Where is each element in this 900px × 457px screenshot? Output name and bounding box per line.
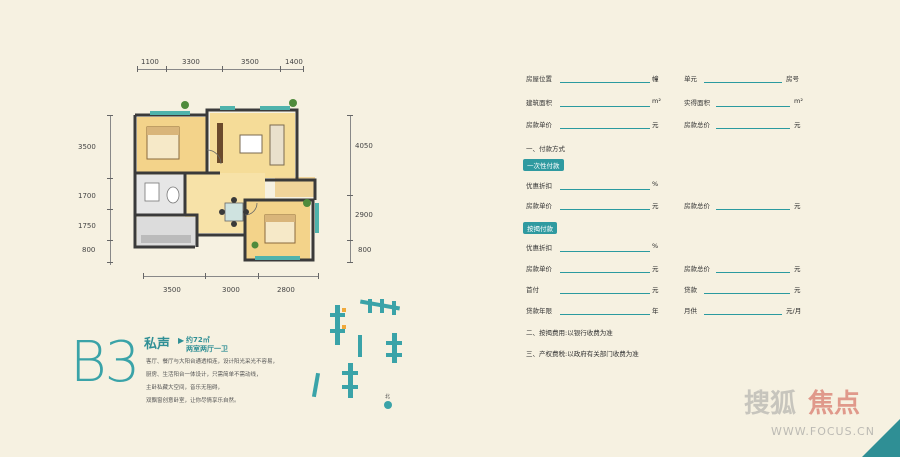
watermark-brand2: 焦点 <box>808 389 861 419</box>
label-loan-years: 贷款年限 <box>526 307 552 315</box>
left-dim-1: 3500 <box>78 143 96 151</box>
desc-line: 厨房、生活阳台一体设计，只需简单不需动线， <box>146 372 262 378</box>
desc-line: 客厅、餐厅与大阳台通透相连，设计阳光采光不容易， <box>146 359 279 365</box>
label-actual-area: 实得面积 <box>684 99 710 107</box>
top-dim-1: 1100 <box>141 58 159 66</box>
input-unit[interactable] <box>704 82 782 83</box>
unit-pct-1: % <box>652 180 659 188</box>
label-location: 房屋位置 <box>526 75 552 83</box>
input-building-area[interactable] <box>560 106 650 107</box>
unit-name: 私声 <box>144 337 171 352</box>
label-unit: 单元 <box>684 75 697 83</box>
label-total-price-3: 房款总价 <box>684 265 710 273</box>
left-dim-2: 1700 <box>78 192 96 200</box>
label-monthly: 月供 <box>684 307 697 315</box>
unit-yuan-h: 元 <box>794 286 801 294</box>
unit-m2-b: m² <box>794 97 803 105</box>
input-total-price-3[interactable] <box>716 272 790 273</box>
label-unit-price-3: 房款单价 <box>526 265 552 273</box>
watermark-domain: WWW.FOCUS.CN <box>771 425 875 438</box>
input-discount-1[interactable] <box>560 189 650 190</box>
label-discount-2: 优惠折扣 <box>526 244 552 252</box>
unit-yuan-g: 元 <box>652 286 659 294</box>
unit-yuan-a: 元 <box>652 121 659 129</box>
site-plan: 北 <box>311 299 402 409</box>
pill-mortgage[interactable]: 按揭付款 <box>523 222 557 234</box>
input-discount-2[interactable] <box>560 251 650 252</box>
label-building-area: 建筑面积 <box>526 99 552 107</box>
unit-description: 客厅、餐厅与大阳台通透相连，设计阳光采光不容易， 厨房、生活阳台一体设计，只需简… <box>146 356 316 408</box>
unit-yuan-month: 元/月 <box>786 307 802 315</box>
unit-yuan-c: 元 <box>652 202 659 210</box>
unit-roomno: 房号 <box>786 75 799 83</box>
unit-building: 幢 <box>652 75 659 83</box>
unit-layout: 两室两厅一卫 <box>186 345 228 353</box>
label-discount-1: 优惠折扣 <box>526 182 552 190</box>
label-downpayment: 首付 <box>526 286 539 294</box>
left-dim-4: 800 <box>82 246 96 254</box>
top-dim-3: 3500 <box>241 58 259 66</box>
input-downpayment[interactable] <box>560 293 650 294</box>
section-property-tax: 三、产权费税:以政府有关部门收费为准 <box>526 350 639 358</box>
arrow-right-icon: ▶ <box>178 336 185 345</box>
desc-line: 主卧私藏大空间，音乐无阻碍， <box>146 385 224 391</box>
unit-year: 年 <box>652 307 659 315</box>
unit-code: B3 <box>70 330 140 395</box>
input-total-price-2[interactable] <box>716 209 790 210</box>
section-payment: 一、付款方式 <box>526 145 565 153</box>
label-unit-price: 房款单价 <box>526 121 552 129</box>
right-dim-2: 2900 <box>355 211 373 219</box>
floor-plan-drawing <box>133 99 319 262</box>
top-dim-2: 3300 <box>182 58 200 66</box>
section-mortgage-fee: 二、按揭费用:以银行收费为准 <box>526 329 613 337</box>
desc-line: 双飘窗创意卧室，让你尽情享乐自然。 <box>146 398 240 404</box>
north-label: 北 <box>385 393 390 400</box>
input-loan[interactable] <box>704 293 790 294</box>
bottom-dim-3: 2800 <box>277 286 295 294</box>
label-total-price-2: 房款总价 <box>684 202 710 210</box>
unit-area: 约72㎡ <box>186 336 210 344</box>
right-dim-1: 4050 <box>355 142 373 150</box>
input-actual-area[interactable] <box>716 106 790 107</box>
input-unit-price-2[interactable] <box>560 209 650 210</box>
input-unit-price[interactable] <box>560 128 650 129</box>
label-unit-price-2: 房款单价 <box>526 202 552 210</box>
pill-full-payment[interactable]: 一次性付款 <box>523 159 564 171</box>
watermark-brand: 搜狐 <box>744 389 797 419</box>
unit-pct-2: % <box>652 242 659 250</box>
top-dim-4: 1400 <box>285 58 303 66</box>
input-unit-price-3[interactable] <box>560 272 650 273</box>
unit-m2-a: m² <box>652 97 661 105</box>
input-loan-years[interactable] <box>560 314 650 315</box>
unit-yuan-b: 元 <box>794 121 801 129</box>
label-loan: 贷款 <box>684 286 697 294</box>
unit-yuan-f: 元 <box>794 265 801 273</box>
label-total-price: 房款总价 <box>684 121 710 129</box>
input-location[interactable] <box>560 82 650 83</box>
corner-decoration <box>862 419 900 457</box>
input-total-price[interactable] <box>716 128 790 129</box>
left-dim-3: 1750 <box>78 222 96 230</box>
right-dim-3: 800 <box>358 246 372 254</box>
bottom-dim-1: 3500 <box>163 286 181 294</box>
unit-yuan-e: 元 <box>652 265 659 273</box>
unit-yuan-d: 元 <box>794 202 801 210</box>
input-monthly[interactable] <box>704 314 782 315</box>
bottom-dim-2: 3000 <box>222 286 240 294</box>
